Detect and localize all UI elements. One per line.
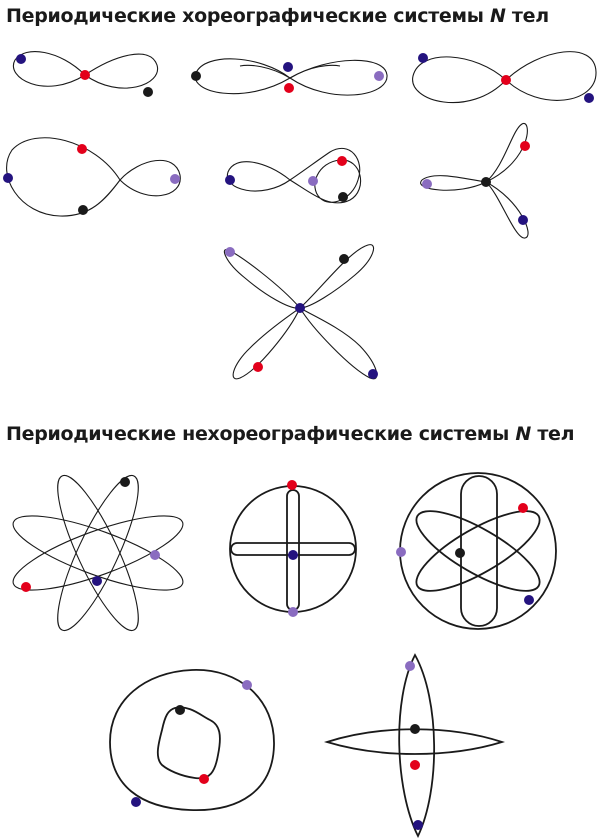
- body-black: [78, 205, 88, 215]
- body-red: [77, 144, 87, 154]
- body-black: [339, 254, 349, 264]
- title-tail: тел: [537, 423, 575, 445]
- body-black: [191, 71, 201, 81]
- body-navy: [518, 215, 528, 225]
- body-lavender: [308, 176, 318, 186]
- body-red: [199, 774, 209, 784]
- orbit-path: [6, 137, 181, 217]
- orbit-ellipse: [57, 474, 139, 632]
- body-navy: [418, 53, 428, 63]
- body-lavender: [225, 247, 235, 257]
- orbit-path: [12, 51, 159, 89]
- body-navy: [368, 369, 378, 379]
- body-black: [143, 87, 153, 97]
- orbit-circle-stadium: [396, 472, 557, 630]
- body-navy: [92, 576, 102, 586]
- title-n-symbol: N: [515, 423, 531, 445]
- body-navy: [413, 820, 423, 830]
- orbit-lens-vertical: [398, 653, 436, 839]
- body-lavender: [374, 71, 384, 81]
- orbit-stadium: [460, 475, 498, 627]
- body-navy: [288, 550, 298, 560]
- body-black: [175, 705, 185, 715]
- orbit-ellipse: [57, 474, 139, 632]
- orbit-asymmetric-eight: [412, 51, 597, 103]
- body-navy: [584, 93, 594, 103]
- orbit-ellipse: [12, 515, 184, 591]
- title-tail: тел: [511, 5, 549, 27]
- orbit-path: [239, 64, 341, 79]
- body-lavender: [288, 607, 298, 617]
- body-navy: [131, 797, 141, 807]
- body-navy: [225, 175, 235, 185]
- body-black: [338, 192, 348, 202]
- orbit-lens-horizontal: [323, 728, 505, 755]
- body-red: [501, 75, 511, 85]
- body-red: [284, 83, 294, 93]
- title-n-symbol: N: [489, 5, 506, 27]
- body-lavender: [422, 179, 432, 189]
- title-text: Периодические хореографические системы: [6, 5, 484, 27]
- body-navy: [524, 595, 534, 605]
- title-text: Периодические нехореографические системы: [6, 423, 510, 445]
- body-navy: [283, 62, 293, 72]
- body-lavender: [396, 547, 406, 557]
- orbit-trefoil-eight: [225, 147, 362, 204]
- body-red: [80, 70, 90, 80]
- orbit-lobe: [415, 510, 541, 592]
- section-title-choreographic: Периодические хореографические системы N…: [6, 5, 549, 27]
- orbit-outer-loop: [109, 669, 275, 811]
- orbit-lens-cross: [323, 653, 505, 839]
- body-lavender: [405, 661, 415, 671]
- body-red: [337, 156, 347, 166]
- body-black: [410, 724, 420, 734]
- orbit-figure-eight-4: [191, 58, 388, 96]
- orbit-circle: [399, 472, 557, 630]
- orbit-three-petal: [420, 122, 530, 239]
- orbit-figure-eight-3: [12, 51, 159, 97]
- orbit-path: [420, 122, 529, 239]
- orbit-lobe: [415, 510, 541, 592]
- orbit-large-lobe-eight: [3, 137, 181, 217]
- section-title-non-choreographic: Периодические нехореографические системы…: [6, 423, 575, 445]
- orbit-circle-cross: [229, 480, 357, 617]
- body-red: [518, 503, 528, 513]
- body-black: [455, 548, 465, 558]
- body-red: [21, 582, 31, 592]
- orbit-inner-loop: [156, 706, 221, 780]
- body-black: [120, 477, 130, 487]
- body-lavender: [170, 174, 180, 184]
- body-navy: [16, 54, 26, 64]
- body-navy: [295, 303, 305, 313]
- body-black: [481, 177, 491, 187]
- body-red: [253, 362, 263, 372]
- orbit-wavy-circle: [109, 669, 275, 811]
- body-lavender: [242, 680, 252, 690]
- body-red: [287, 480, 297, 490]
- body-red: [410, 760, 420, 770]
- body-navy: [3, 173, 13, 183]
- orbit-rosette: [12, 474, 184, 632]
- body-lavender: [150, 550, 160, 560]
- orbit-circle: [229, 485, 357, 613]
- orbit-four-petal: [223, 244, 378, 380]
- body-red: [520, 141, 530, 151]
- orbit-path: [223, 244, 378, 380]
- orbit-ellipse: [12, 515, 184, 591]
